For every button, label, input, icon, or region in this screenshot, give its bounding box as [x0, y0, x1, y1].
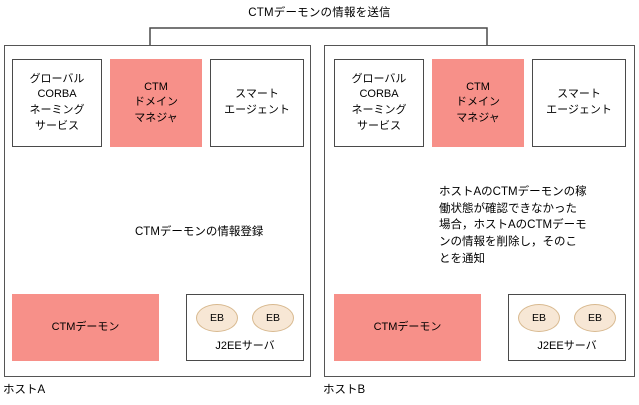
node-ctm-daemon-a[interactable]: CTMデーモン [12, 294, 159, 361]
node-smart-agent-a[interactable]: スマート エージェント [210, 59, 304, 147]
j2ee-server-caption-a: J2EEサーバ [215, 340, 275, 352]
eb-bean-right-a[interactable]: EB [252, 304, 294, 332]
node-j2ee-server-b[interactable]: EB EB J2EEサーバ [508, 294, 626, 361]
host-panel-b: グローバル CORBA ネーミング サービス CTM ドメイン マネジャ スマー… [324, 45, 635, 377]
eb-row-a: EB EB [196, 304, 294, 332]
node-global-corba-naming-service-a[interactable]: グローバル CORBA ネーミング サービス [12, 59, 102, 147]
top-flow-label: CTMデーモンの情報を送信 [248, 7, 391, 19]
eb-row-b: EB EB [518, 304, 616, 332]
node-ctm-domain-manager-b[interactable]: CTM ドメイン マネジャ [432, 59, 524, 147]
node-smart-agent-b[interactable]: スマート エージェント [532, 59, 626, 147]
host-label-b: ホストB [323, 384, 366, 396]
node-global-corba-naming-service-b[interactable]: グローバル CORBA ネーミング サービス [334, 59, 424, 147]
j2ee-server-caption-b: J2EEサーバ [537, 340, 597, 352]
eb-bean-left-a[interactable]: EB [196, 304, 238, 332]
eb-bean-right-b[interactable]: EB [574, 304, 616, 332]
flow-label-notify-daemon-removal: ホストAのCTMデーモンの稼 働状態が確認できなかった 場合，ホストAのCTMデ… [439, 186, 587, 265]
host-label-a: ホストA [3, 384, 46, 396]
node-ctm-daemon-b[interactable]: CTMデーモン [334, 294, 481, 361]
flow-label-register-daemon-info: CTMデーモンの情報登録 [135, 226, 264, 238]
node-ctm-domain-manager-a[interactable]: CTM ドメイン マネジャ [110, 59, 202, 147]
host-panel-a: グローバル CORBA ネーミング サービス CTM ドメイン マネジャ スマー… [4, 45, 311, 377]
node-j2ee-server-a[interactable]: EB EB J2EEサーバ [186, 294, 304, 361]
eb-bean-left-b[interactable]: EB [518, 304, 560, 332]
